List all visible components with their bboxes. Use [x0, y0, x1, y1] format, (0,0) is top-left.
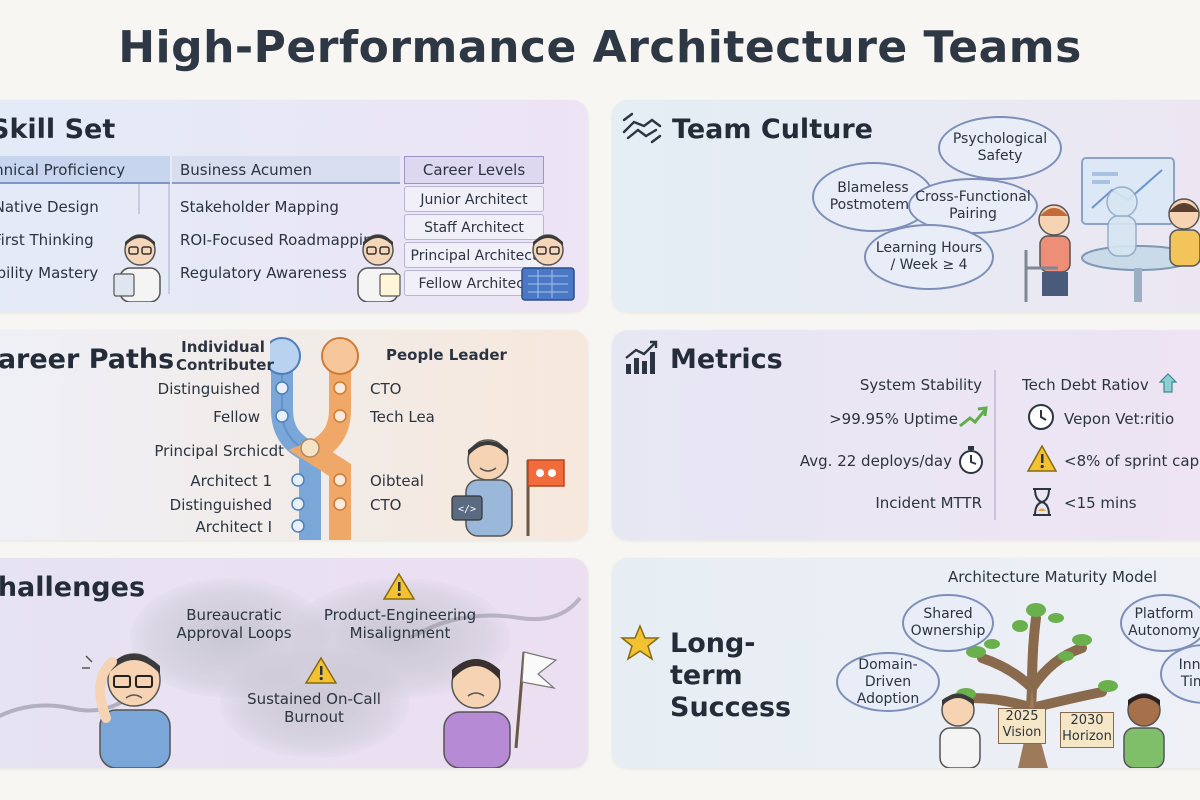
architect-blueprint-icon — [521, 234, 575, 301]
child-figure-icon — [939, 693, 981, 768]
warning-icon — [1026, 444, 1058, 472]
metric-value: Tech Debt Ratiov — [1022, 376, 1149, 394]
ic-level: Architect I — [195, 518, 272, 536]
tech-item: Cloud Native Design — [0, 198, 99, 216]
clock-icon — [1028, 404, 1054, 430]
page-title: High-Performance Architecture Teams — [118, 22, 1082, 73]
business-item: Stakeholder Mapping — [180, 198, 339, 216]
maturity-bubble: Platform Autonomy — [1120, 594, 1200, 652]
leader-level: CTO — [370, 496, 402, 514]
career-tracks-diagram — [270, 337, 359, 540]
skill-set-heading: Skill Set — [0, 114, 116, 145]
skill-set-panel: Skill Set Technical Proficiency Business… — [0, 100, 588, 312]
growth-chart-icon — [625, 340, 658, 374]
tech-item: API-First Thinking — [0, 231, 94, 249]
long-term-success-panel: Long-term Success Architecture Maturity … — [612, 558, 1200, 768]
challenge-item: Bureaucratic Approval Loops — [176, 606, 292, 642]
business-item: ROI-Focused Roadmapping — [180, 231, 383, 249]
trend-up-arrow-icon — [959, 406, 988, 428]
ic-level: Distinguished — [157, 380, 260, 398]
team-culture-panel: Team Culture Psychological Safety Blamel… — [612, 100, 1200, 312]
career-level: Principal Architect — [404, 242, 544, 268]
business-col-header-bg — [172, 156, 400, 184]
star-icon — [620, 624, 660, 661]
architect-figure-icon — [113, 234, 161, 302]
career-level: Junior Architect — [404, 186, 544, 212]
warning-icon — [304, 656, 338, 684]
architect-figure-icon — [357, 234, 401, 302]
metric-label: >99.95% Uptime — [829, 410, 958, 428]
career-level: Fellow Architect — [404, 270, 544, 296]
tech-col-header-bg — [0, 156, 170, 184]
career-level: Staff Architect — [404, 214, 544, 240]
metric-label: Incident MTTR — [875, 494, 982, 512]
column-divider — [138, 184, 140, 214]
junction-label: Principal Srchicdt — [154, 442, 284, 460]
vision-sign: 2025 Vision — [998, 708, 1046, 744]
maturity-bubble: Shared Ownership — [902, 594, 994, 652]
storm-cloud — [220, 648, 410, 758]
long-term-success-heading: Long-term Success — [670, 628, 792, 723]
column-divider — [168, 184, 170, 294]
metric-label: Avg. 22 deploys/day — [799, 452, 952, 470]
metrics-heading: Metrics — [670, 344, 783, 375]
career-paths-panel: Career Paths Individual Contributer Peop… — [0, 330, 588, 540]
horizon-sign: 2030 Horizon — [1060, 712, 1114, 748]
metric-label: System Stability — [859, 376, 982, 394]
levels-col-header-bg — [404, 156, 544, 184]
person-white-flag-icon — [443, 651, 558, 768]
svg-text:</>: </> — [458, 504, 476, 515]
team-meeting-illustration-icon — [1024, 157, 1200, 302]
leader-level: Oibteal — [370, 472, 424, 490]
business-col-header: Business Acumen — [180, 161, 313, 179]
ic-level: Fellow — [213, 408, 260, 426]
business-item: Regulatory Awareness — [180, 264, 347, 282]
metric-value: <8% of sprint capa — [1064, 452, 1200, 470]
challenges-heading: Challenges — [0, 572, 146, 603]
leader-track-label: People Leader — [386, 346, 507, 364]
stopwatch-icon — [959, 446, 983, 474]
challenges-panel: Challenges Bureaucratic Approval Loops P… — [0, 558, 588, 768]
challenge-item: Product-Engineering Misalignment — [323, 606, 477, 642]
hourglass-icon — [1033, 488, 1051, 516]
metric-value: <15 mins — [1064, 494, 1137, 512]
leader-level: Tech Lea — [370, 408, 435, 426]
metrics-divider — [994, 370, 996, 520]
warning-icon — [382, 572, 416, 600]
team-culture-heading: Team Culture — [672, 114, 873, 145]
maturity-bubble: Domain-Driven Adoption — [836, 652, 940, 712]
metric-value: Vepon Vet:ritio — [1064, 410, 1175, 428]
handshake-icon — [622, 112, 662, 144]
tech-col-header: Technical Proficiency — [0, 161, 126, 179]
levels-col-header: Career Levels — [422, 161, 526, 179]
maturity-model-title: Architecture Maturity Model — [948, 568, 1158, 586]
stressed-person-icon — [82, 653, 171, 768]
ic-level: Distinguished — [169, 496, 272, 514]
ic-track-label: Individual Contributer — [176, 338, 274, 374]
developer-with-flag-icon: </> — [451, 439, 565, 537]
metrics-panel: Metrics System Stability Tech Debt Ratio… — [612, 330, 1200, 540]
career-paths-heading: Career Paths — [0, 344, 175, 375]
leader-level: CTO — [370, 380, 402, 398]
growth-tree-icon — [956, 603, 1118, 768]
trend-up-icon — [1158, 373, 1178, 393]
child-figure-icon — [1123, 693, 1165, 768]
challenge-item: Sustained On-Call Burnout — [247, 690, 381, 726]
tech-item: Observability Mastery — [0, 264, 99, 282]
culture-bubble: Learning Hours / Week ≥ 4 — [864, 224, 994, 290]
ic-level: Architect 1 — [190, 472, 272, 490]
culture-bubble: Psychological Safety — [938, 116, 1062, 180]
